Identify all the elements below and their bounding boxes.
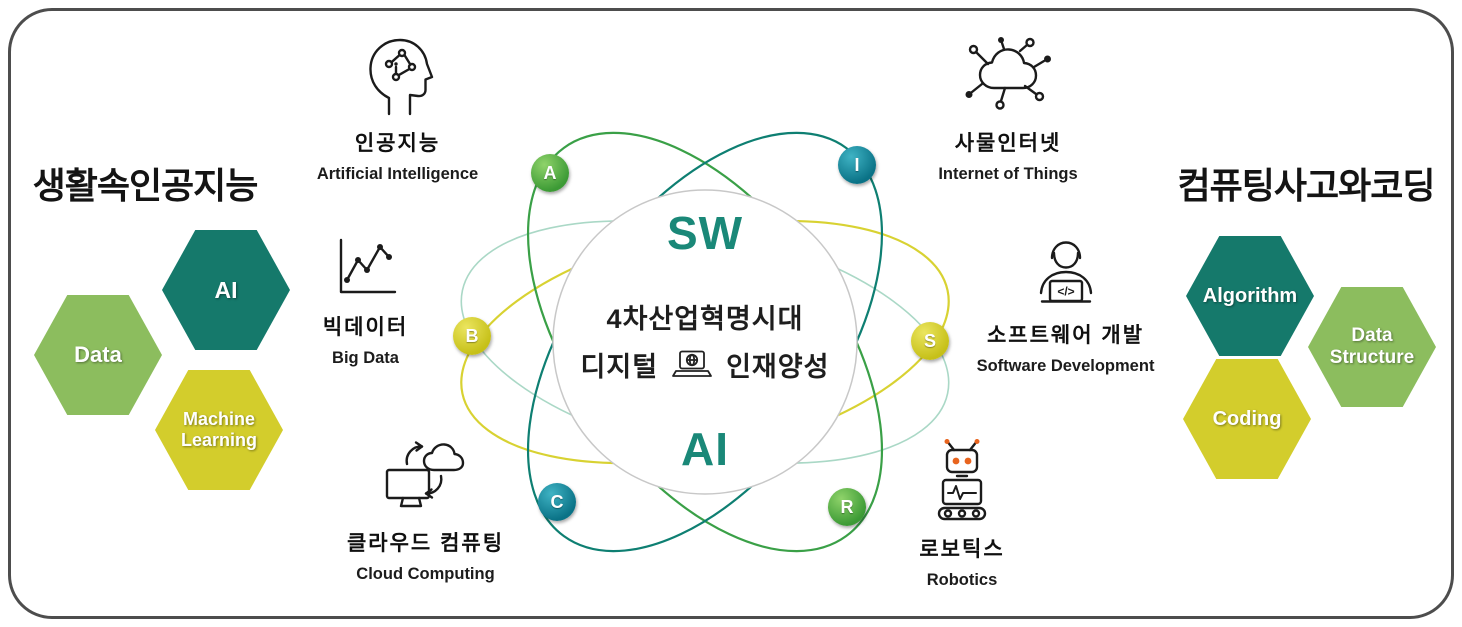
topic-cloud-computing-ko: 클라우드 컴퓨팅 [346,532,505,555]
topic-big-data-ko: 빅데이터 [322,316,409,339]
badge-i-letter: I [854,154,860,175]
badge-a: A [531,154,569,192]
badge-a-letter: A [543,162,557,183]
center-circle [552,189,858,495]
right-title: 컴퓨팅사고와코딩 [1177,165,1436,206]
headline-line2: 디지털 인재양성 [545,345,865,384]
left-title: 생활속인공지능 [32,165,259,206]
topic-software-development: </> 소프트웨어 개발 Software Development [958,236,1173,376]
developer-icon: </> [1039,241,1092,303]
hexagon-algorithm-label: Algorithm [1202,284,1298,307]
iot-cloud-icon [965,37,1051,110]
topic-cloud-computing-en: Cloud Computing [356,565,495,583]
robot-icon [937,439,987,521]
badge-i: I [838,146,876,184]
hexagon-machine-learning-label: Machine Learning [180,409,257,450]
laptop-globe-icon [672,350,712,377]
badge-c-letter: C [550,491,564,512]
topic-software-development-ko: 소프트웨어 개발 [986,324,1145,347]
ai-head-icon [368,38,433,116]
badge-r: R [828,488,866,526]
topic-internet-of-things-en: Internet of Things [938,165,1078,183]
code-glyph: </> [1057,285,1074,299]
headline-line2-left: 디지털 [580,352,659,382]
badge-c: C [538,483,576,521]
topic-internet-of-things-ko: 사물인터넷 [954,132,1062,155]
cloud-computing-icon [385,441,464,508]
headline-line1: 4차산업혁명시대 [606,304,804,334]
hexagon-data-label: Data [74,342,122,368]
topic-big-data-en: Big Data [332,349,399,367]
badge-r-letter: R [840,496,854,517]
topic-internet-of-things: 사물인터넷 Internet of Things [903,36,1113,184]
topic-robotics-en: Robotics [926,571,998,589]
badge-b: B [453,317,491,355]
topic-artificial-intelligence: 인공지능 Artificial Intelligence [300,34,495,184]
badge-b-letter: B [465,325,479,346]
topic-software-development-en: Software Development [976,357,1155,375]
line-chart-icon [339,238,396,294]
topic-artificial-intelligence-ko: 인공지능 [354,132,441,155]
hexagon-coding-label: Coding [1212,407,1282,430]
ai-label: AI [681,423,729,475]
headline-line2-right: 인재양성 [726,352,830,382]
topic-cloud-computing: 클라우드 컴퓨팅 Cloud Computing [333,440,518,584]
rounded-border-frame [8,8,1454,619]
badge-s: S [911,322,949,360]
topic-big-data: 빅데이터 Big Data [288,234,443,368]
sw-label: SW [666,207,744,259]
topic-robotics: 로보틱스 Robotics [872,438,1052,590]
hexagon-ai-label: AI [214,276,238,303]
topic-artificial-intelligence-en: Artificial Intelligence [316,165,479,183]
badge-s-letter: S [923,330,936,351]
hexagon-data-structure-label: Data Structure [1329,325,1415,368]
topic-robotics-ko: 로보틱스 [919,538,1005,561]
